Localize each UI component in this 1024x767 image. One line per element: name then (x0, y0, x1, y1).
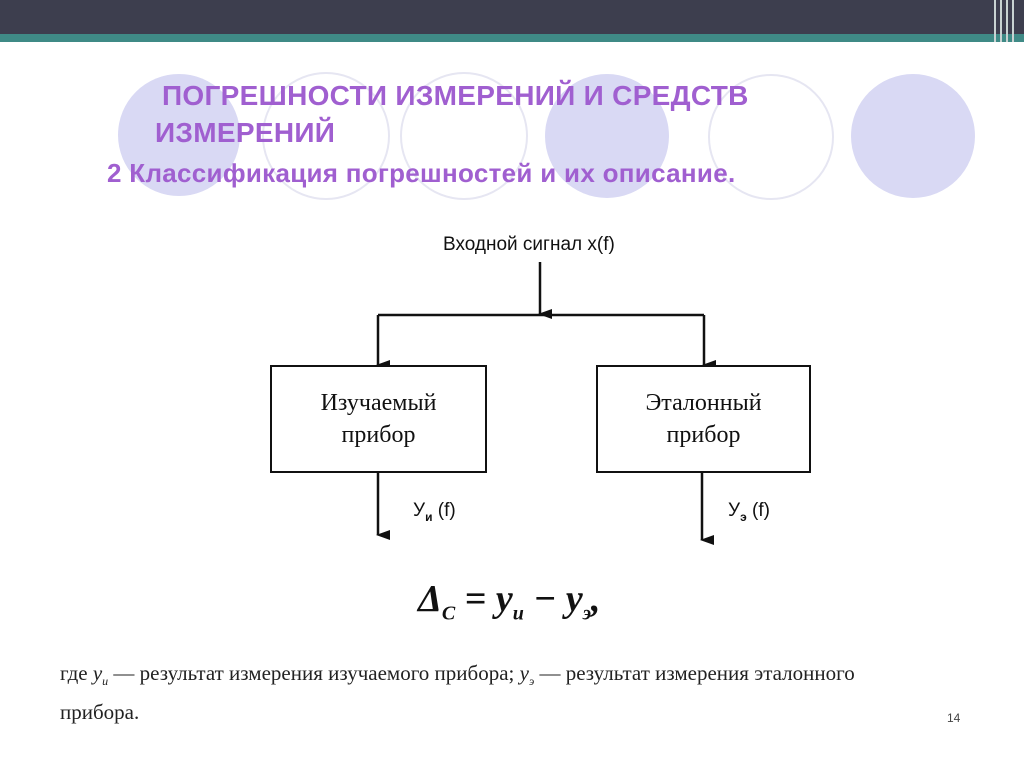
decor-circle (118, 74, 240, 196)
decor-ring (262, 72, 390, 200)
page-number: 14 (947, 711, 961, 725)
input-signal-label: Входной сигнал x(f) (443, 234, 615, 255)
box-label-line1: Эталонный (645, 390, 762, 416)
box-label-line2: прибор (341, 422, 416, 448)
error-formula: ΔC = yи − yэ, (418, 578, 601, 625)
slide-subtitle: 2 Классификация погрешностей и их описан… (107, 158, 736, 188)
formula-description: где yи — результат измерения изучаемого … (60, 661, 855, 725)
slide-title-line2: ИЗМЕРЕНИЙ (155, 117, 336, 148)
box-label-line2: прибор (666, 422, 741, 448)
output-left-label: Уи (f) (413, 500, 456, 524)
box-label-line1: Изучаемый (320, 390, 437, 416)
decor-circle (851, 74, 975, 198)
output-right-label: Уэ (f) (728, 500, 770, 524)
decor-ring (400, 72, 528, 200)
slide-title-line1: ПОГРЕШНОСТИ ИЗМЕРЕНИЙ И СРЕДСТВ (162, 80, 749, 111)
reference-device-box: Эталонный прибор (596, 365, 811, 473)
device-under-test-box: Изучаемый прибор (270, 365, 487, 473)
corner-lines-decoration (994, 0, 1018, 42)
decor-circle (545, 74, 669, 198)
accent-stripe (0, 34, 1024, 42)
decor-ring (708, 74, 834, 200)
top-bar (0, 0, 1024, 34)
